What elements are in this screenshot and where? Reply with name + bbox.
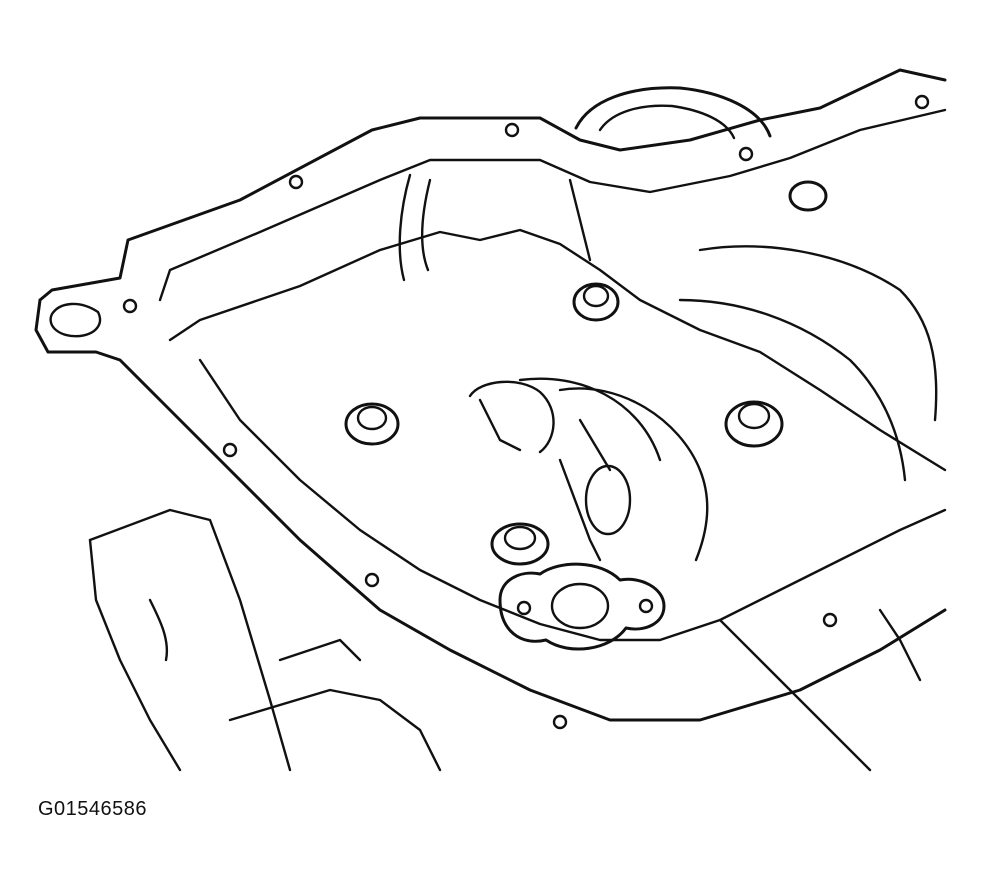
bolt-2 [490, 522, 550, 566]
bolt-1 [344, 402, 400, 446]
bolt-3 [572, 282, 620, 322]
oil-pan-flange [34, 68, 947, 722]
bolt-4-head [737, 402, 771, 430]
bolt-3-head [582, 284, 610, 308]
lower-housing [88, 508, 922, 772]
bolt-5 [788, 180, 828, 212]
bolt-1-head [356, 405, 388, 431]
crankshaft-area [468, 245, 938, 562]
rear-seal-housing [574, 86, 772, 140]
oil-strainer-flange [498, 562, 666, 651]
bolts [344, 180, 828, 566]
figure-code: G01546586 [38, 798, 148, 820]
bolt-6 [584, 464, 632, 536]
flange-holes [122, 94, 930, 730]
oil-pan-inner-wall [168, 173, 947, 642]
bolt-2-head [503, 525, 537, 551]
bolt-4 [724, 400, 784, 448]
